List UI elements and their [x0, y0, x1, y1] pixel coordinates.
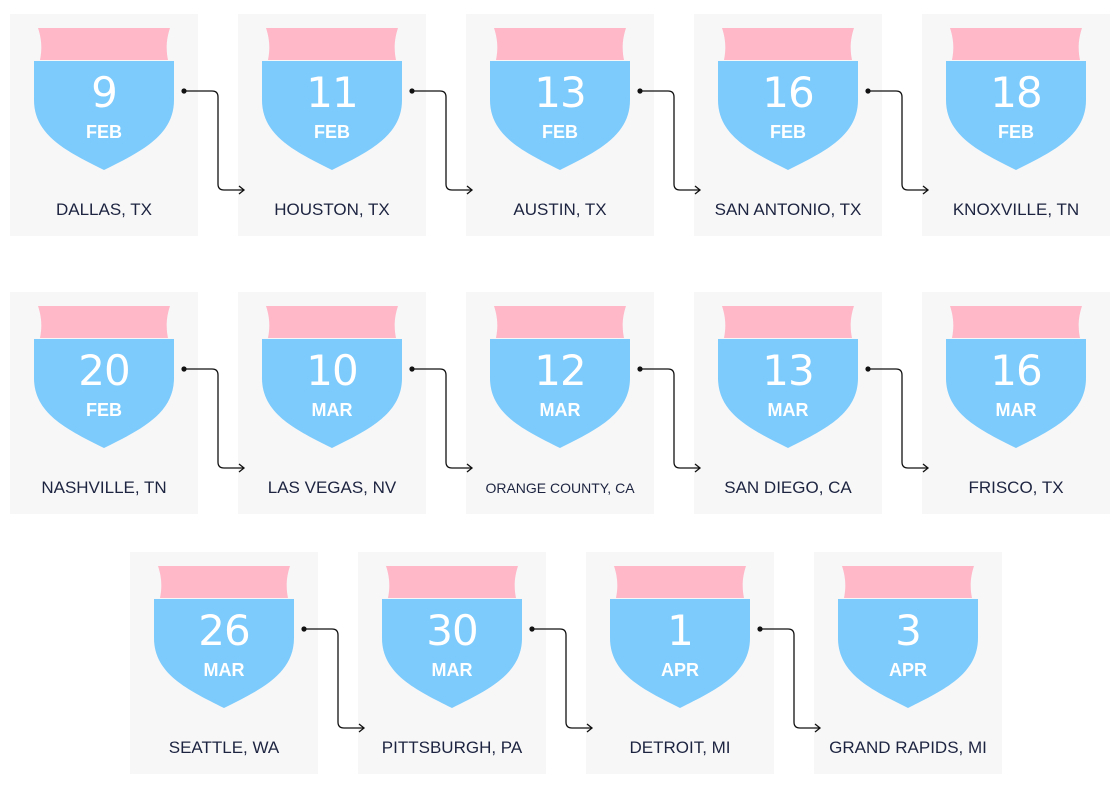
city-label: ORANGE COUNTY, CA — [485, 480, 635, 496]
date-month: FEB — [542, 122, 578, 142]
shield-body — [946, 339, 1086, 448]
shield-top-band — [722, 306, 854, 338]
date-day: 16 — [990, 346, 1042, 395]
date-month: MAR — [539, 400, 581, 420]
date-day: 9 — [91, 68, 118, 117]
interstate-shield-icon — [610, 566, 750, 708]
shield-top-band — [842, 566, 974, 598]
interstate-shield-icon — [946, 306, 1086, 448]
shield-body — [34, 61, 174, 170]
shield-top-band — [614, 566, 746, 598]
interstate-shield-icon — [382, 566, 522, 708]
city-label: SAN ANTONIO, TX — [714, 200, 862, 219]
date-month: MAR — [767, 400, 809, 420]
interstate-shield-icon — [946, 28, 1086, 170]
date-day: 13 — [534, 68, 586, 117]
date-day: 11 — [306, 68, 358, 117]
interstate-shield-icon — [490, 306, 630, 448]
date-month: FEB — [998, 122, 1034, 142]
date-month: APR — [888, 660, 927, 680]
city-label: LAS VEGAS, NV — [267, 478, 397, 497]
shield-body — [154, 599, 294, 708]
shield-top-band — [386, 566, 518, 598]
shield-top-band — [494, 28, 626, 60]
date-day: 20 — [78, 346, 130, 395]
interstate-shield-icon — [34, 28, 174, 170]
date-day: 18 — [990, 68, 1042, 117]
city-label: SAN DIEGO, CA — [724, 478, 852, 497]
date-month: MAR — [995, 400, 1037, 420]
interstate-shield-icon — [718, 28, 858, 170]
date-day: 26 — [198, 606, 250, 655]
shield-body — [262, 339, 402, 448]
date-month: MAR — [311, 400, 353, 420]
city-label: HOUSTON, TX — [274, 200, 390, 219]
shield-top-band — [722, 28, 854, 60]
date-day: 1 — [667, 606, 694, 655]
date-day: 10 — [306, 346, 358, 395]
shield-top-band — [158, 566, 290, 598]
interstate-shield-icon — [838, 566, 978, 708]
date-month: FEB — [86, 122, 122, 142]
interstate-shield-icon — [262, 28, 402, 170]
city-label: DETROIT, MI — [629, 738, 731, 757]
shield-body — [490, 339, 630, 448]
date-day: 12 — [534, 346, 586, 395]
date-month: FEB — [86, 400, 122, 420]
shield-body — [718, 339, 858, 448]
interstate-shield-icon — [490, 28, 630, 170]
city-label: GRAND RAPIDS, MI — [829, 738, 987, 757]
shield-top-band — [38, 306, 170, 338]
date-month: FEB — [314, 122, 350, 142]
city-label: KNOXVILLE, TN — [952, 200, 1080, 219]
shield-body — [838, 599, 978, 708]
shield-body — [382, 599, 522, 708]
shield-top-band — [950, 306, 1082, 338]
shield-body — [610, 599, 750, 708]
date-month: MAR — [431, 660, 473, 680]
shield-body — [718, 61, 858, 170]
city-label: FRISCO, TX — [968, 478, 1064, 497]
city-label: DALLAS, TX — [55, 200, 153, 219]
date-day: 13 — [762, 346, 814, 395]
interstate-shield-icon — [262, 306, 402, 448]
city-label: NASHVILLE, TN — [41, 478, 167, 497]
shield-top-band — [494, 306, 626, 338]
shield-top-band — [950, 28, 1082, 60]
interstate-shield-icon — [34, 306, 174, 448]
date-month: MAR — [203, 660, 245, 680]
city-label: PITTSBURGH, PA — [381, 738, 523, 757]
shield-top-band — [266, 306, 398, 338]
date-day: 16 — [762, 68, 814, 117]
date-day: 30 — [426, 606, 478, 655]
shield-body — [262, 61, 402, 170]
city-label: AUSTIN, TX — [513, 200, 607, 219]
date-month: APR — [660, 660, 699, 680]
date-month: FEB — [770, 122, 806, 142]
date-day: 3 — [895, 606, 922, 655]
shield-body — [34, 339, 174, 448]
shield-top-band — [266, 28, 398, 60]
shield-top-band — [38, 28, 170, 60]
shield-body — [490, 61, 630, 170]
shield-body — [946, 61, 1086, 170]
interstate-shield-icon — [718, 306, 858, 448]
city-label: SEATTLE, WA — [168, 738, 280, 757]
interstate-shield-icon — [154, 566, 294, 708]
